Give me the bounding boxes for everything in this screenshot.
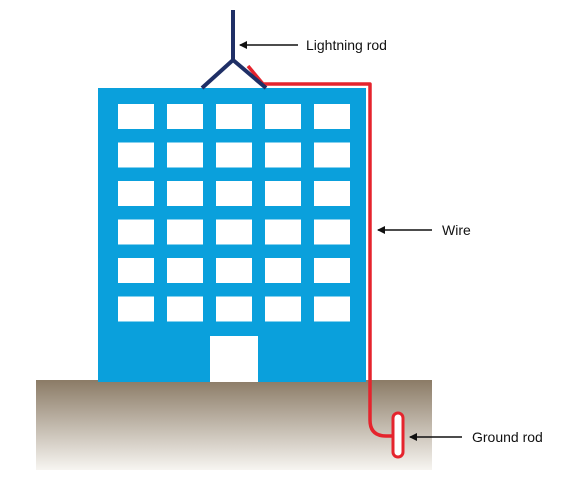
ground-wire bbox=[246, 64, 394, 438]
building-window bbox=[216, 181, 252, 206]
building-window bbox=[216, 219, 252, 245]
building-window bbox=[216, 258, 252, 283]
building-window bbox=[265, 104, 301, 129]
building-window bbox=[265, 181, 301, 206]
building-window bbox=[314, 296, 350, 322]
building-window bbox=[118, 142, 154, 168]
building-window bbox=[265, 296, 301, 322]
building-window bbox=[216, 296, 252, 322]
building-window bbox=[167, 181, 203, 206]
building-windows bbox=[118, 104, 350, 322]
building-window bbox=[118, 219, 154, 245]
building-window bbox=[118, 296, 154, 322]
building-window bbox=[118, 104, 154, 129]
building-window bbox=[314, 104, 350, 129]
building-window bbox=[118, 258, 154, 283]
building-window bbox=[314, 258, 350, 283]
building-window bbox=[265, 258, 301, 283]
building-door bbox=[210, 336, 258, 382]
building-window bbox=[167, 219, 203, 245]
building-window bbox=[265, 219, 301, 245]
building-window bbox=[314, 219, 350, 245]
lightning-rod bbox=[200, 10, 268, 90]
building-window bbox=[314, 181, 350, 206]
wire-label: Wire bbox=[442, 222, 471, 238]
building-window bbox=[216, 142, 252, 168]
building-window bbox=[314, 142, 350, 168]
building-window bbox=[265, 142, 301, 168]
building-window bbox=[167, 258, 203, 283]
building-window bbox=[167, 142, 203, 168]
building-window bbox=[167, 104, 203, 129]
lightning-rod-label: Lightning rod bbox=[306, 37, 387, 53]
building-window bbox=[118, 181, 154, 206]
ground-rod-label: Ground rod bbox=[472, 429, 543, 445]
ground-rod bbox=[391, 411, 405, 459]
ground bbox=[36, 380, 432, 470]
building-window bbox=[216, 104, 252, 129]
building-window bbox=[167, 296, 203, 322]
